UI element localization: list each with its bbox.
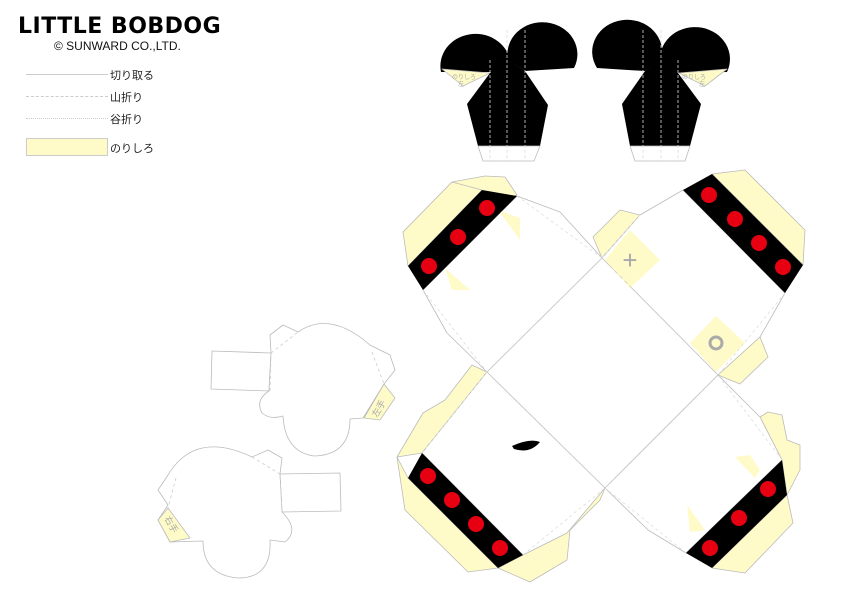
- dot: [420, 468, 436, 484]
- ear-glue-sub: 左: [699, 80, 705, 88]
- red-dots: [420, 187, 791, 556]
- dot: [421, 258, 437, 274]
- dot: [731, 510, 747, 526]
- mouth: [512, 440, 540, 451]
- dot: [702, 540, 718, 556]
- legend-label: 谷折り: [110, 114, 143, 126]
- ear-glue-label: のりしろ: [452, 74, 476, 81]
- circle-glue-tab: [690, 316, 745, 372]
- plus-mark: +: [622, 245, 637, 275]
- right-hand-piece: 右手: [157, 446, 342, 579]
- dot: [492, 540, 508, 556]
- dot: [701, 187, 717, 203]
- legend-label: 山折り: [110, 92, 143, 104]
- solid-line-sample: [26, 74, 108, 75]
- dot: [468, 516, 484, 532]
- dashed-line-sample: [26, 96, 108, 97]
- dot: [751, 235, 767, 251]
- dashdot-line-sample: [26, 118, 108, 119]
- dot: [760, 481, 776, 497]
- ear-glue-label: のりしろ: [682, 74, 706, 81]
- logo-title: LITTLE BOBDOG: [18, 14, 222, 39]
- plus-glue-tab: [605, 230, 660, 288]
- dot: [479, 200, 495, 216]
- dot: [450, 229, 466, 245]
- circle-mark: [708, 335, 724, 351]
- copyright: © SUNWARD CO.,LTD.: [54, 39, 181, 53]
- dot: [775, 259, 791, 275]
- dot: [727, 211, 743, 227]
- left-hand-piece: 左手: [210, 323, 396, 457]
- legend-label: のりしろ: [110, 143, 154, 155]
- legend-label: 切り取る: [110, 70, 154, 82]
- glue-swatch: [26, 138, 108, 156]
- ear-piece-left: のりしろ 左: [440, 22, 578, 162]
- dot: [444, 492, 460, 508]
- ear-piece-right: のりしろ 左: [592, 19, 730, 162]
- ear-glue-sub: 左: [458, 80, 464, 88]
